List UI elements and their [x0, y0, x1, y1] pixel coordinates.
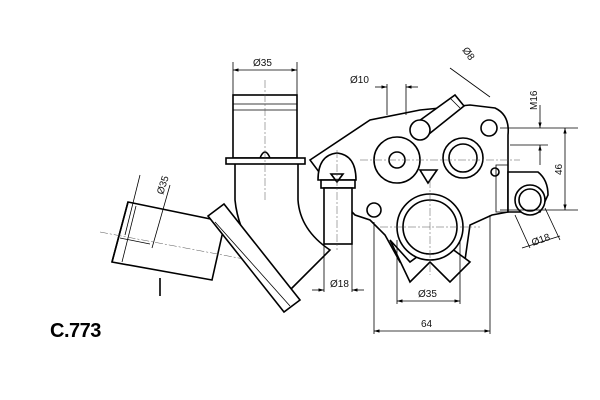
dim-thread: M16: [529, 90, 540, 110]
left-pipe: [99, 201, 261, 296]
dim-nipple-diameter: Ø8: [460, 45, 477, 63]
dim-left-pipe-diameter: Ø35: [155, 174, 171, 196]
dim-right-hose-diameter: Ø18: [530, 232, 552, 249]
dim-outlet-diameter: Ø35: [418, 289, 437, 300]
dim-top-pipe-diameter: Ø35: [253, 58, 272, 69]
housing-body: [308, 104, 520, 284]
flange-plate: [206, 202, 302, 314]
small-nipple: [409, 93, 466, 141]
top-pipe: [225, 80, 306, 200]
dim-hole-spacing: 46: [554, 163, 565, 175]
elbow: [234, 162, 332, 292]
dim-overall-width: 64: [421, 319, 433, 330]
dimension-lines: [124, 62, 578, 334]
dim-small-inlet-diameter: Ø10: [350, 75, 369, 86]
right-hose: [507, 171, 549, 216]
small-hose: [317, 150, 357, 250]
dim-small-hose-diameter: Ø18: [330, 279, 349, 290]
part-code: C.773: [50, 320, 101, 342]
